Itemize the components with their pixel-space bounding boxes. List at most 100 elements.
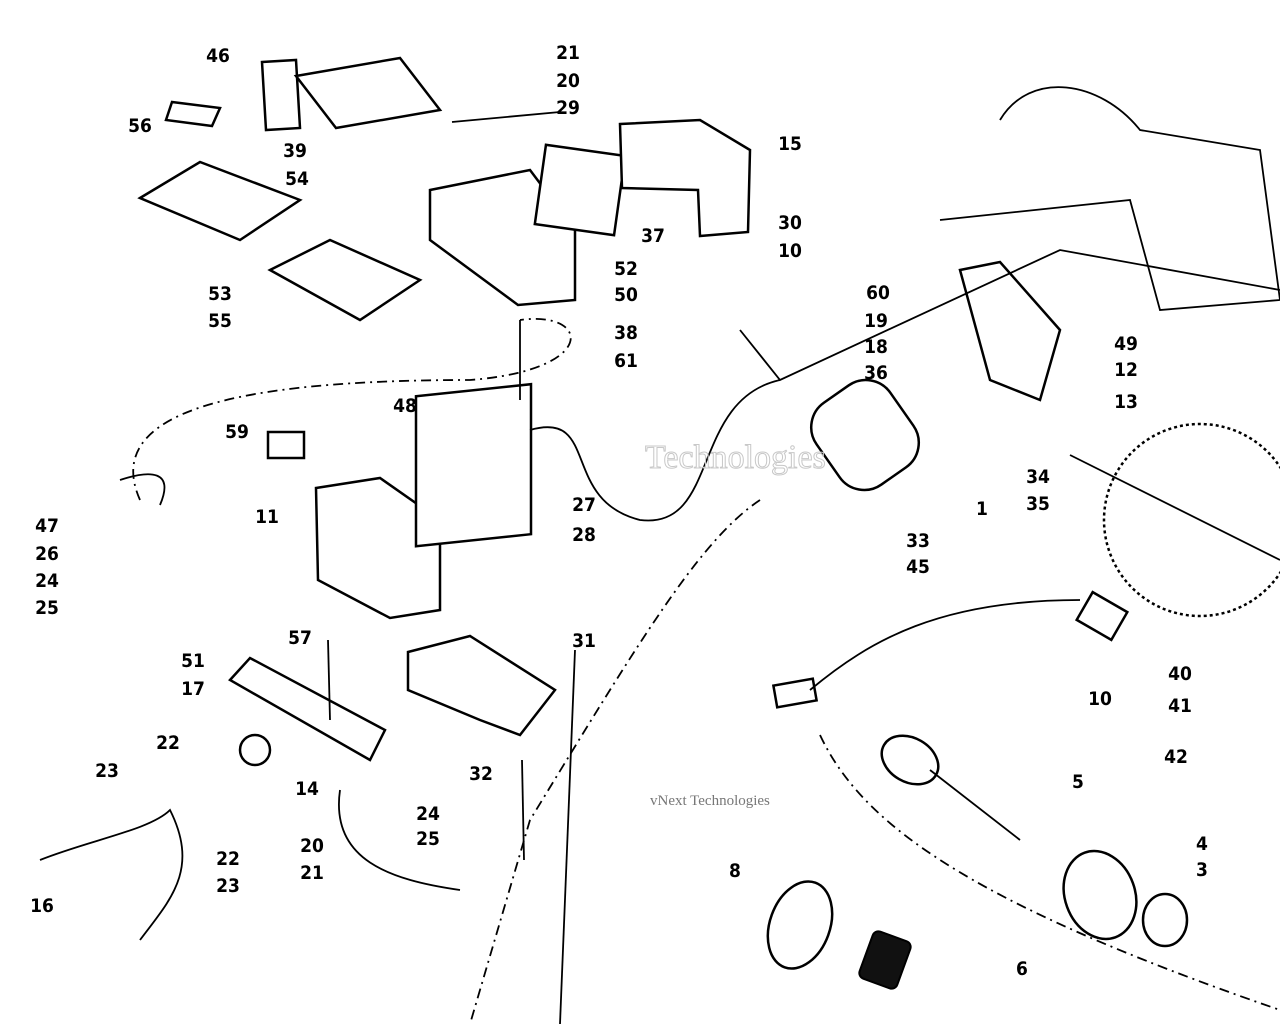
callout-18: 18 [864,336,888,358]
cable-27 [529,379,781,522]
bracket-39 [293,56,443,130]
callout-40: 40 [1168,663,1192,685]
solenoid-17 [238,733,272,767]
callout-32: 32 [469,763,493,785]
callout-52: 52 [614,258,638,280]
callout-51: 51 [181,650,205,672]
callout-30: 30 [778,212,802,234]
callout-50: 50 [614,284,638,306]
callout-59: 59 [225,421,249,443]
callout-13: 13 [1114,391,1138,413]
callout-56: 56 [128,115,152,137]
callout-46: 46 [206,45,230,67]
callout-1: 1 [976,498,988,520]
cover-15 [618,118,752,238]
battery-28 [414,382,533,548]
wire-routing-1 [132,318,572,501]
end-cap-4 [1062,849,1138,941]
callout-21: 21 [300,862,324,884]
strap-47 [119,473,166,506]
tray-31 [406,634,557,737]
leader-lines [739,249,1280,382]
callout-10: 10 [1088,688,1112,710]
callout-19: 19 [864,310,888,332]
callout-23: 23 [216,875,240,897]
callout-6: 6 [1016,958,1028,980]
callout-53: 53 [208,283,232,305]
ring-gear-34 [1102,422,1280,618]
callout-34: 34 [1026,466,1050,488]
bracket-51 [228,656,387,762]
callout-29: 29 [556,97,580,119]
end-cover-8 [766,880,834,970]
callout-26: 26 [35,543,59,565]
callout-37: 37 [641,225,665,247]
callout-4: 4 [1196,833,1208,855]
plate-53 [137,160,303,242]
bolt-29 [451,111,561,123]
lead-16 [39,808,184,941]
connector-45b [771,677,819,709]
callout-3: 3 [1196,859,1208,881]
callout-17: 17 [181,678,205,700]
callout-55: 55 [208,310,232,332]
wire-routing-2 [469,499,761,1024]
engine-outline [939,86,1280,311]
callout-25: 25 [35,597,59,619]
callout-42: 42 [1164,746,1188,768]
callout-35: 35 [1026,493,1050,515]
callout-60: 60 [866,282,890,304]
callout-33: 33 [906,530,930,552]
callout-15: 15 [778,133,802,155]
callout-27: 27 [572,494,596,516]
callout-16: 16 [30,895,54,917]
watermark-text: vNext Technologies [650,793,770,809]
callout-22: 22 [156,732,180,754]
cable-24 [338,789,461,891]
callout-28: 28 [572,524,596,546]
wire-routing-3 [819,734,1280,1011]
callout-11: 11 [255,506,279,528]
callout-39: 39 [283,140,307,162]
pad-37 [533,143,627,237]
watermarks: vNext Technologies Technologies [645,439,827,810]
armature-5 [880,734,940,786]
callout-14: 14 [295,778,319,800]
callout-21: 21 [556,42,580,64]
shaft [929,769,1021,841]
plate-55 [267,238,423,322]
cover-plate-46 [260,58,302,132]
callout-24: 24 [416,803,440,825]
callout-61: 61 [614,350,638,372]
connector-45 [1074,590,1130,642]
drive-3 [1141,892,1189,948]
leader-lines-2 [1069,454,1280,561]
callout-25: 25 [416,828,440,850]
callout-36: 36 [864,362,888,384]
solenoid-1 [809,378,921,492]
callout-24: 24 [35,570,59,592]
decal-56 [164,100,222,128]
callout-31: 31 [572,630,596,652]
callout-47: 47 [35,515,59,537]
harness-45 [809,599,1081,691]
callout-49: 49 [1114,333,1138,355]
callout-20: 20 [556,70,580,92]
callout-41: 41 [1168,695,1192,717]
callout-48: 48 [393,395,417,417]
leader-vertical-2 [559,649,576,1024]
callout-38: 38 [614,322,638,344]
brush-holder [858,930,912,990]
callout-20: 20 [300,835,324,857]
callout-54: 54 [285,168,309,190]
parts [39,56,1280,1024]
callout-10: 10 [778,240,802,262]
callout-8: 8 [729,860,741,882]
callout-45: 45 [906,556,930,578]
bolt-32 [521,759,525,861]
callout-57: 57 [288,627,312,649]
bracket-13 [958,260,1062,402]
